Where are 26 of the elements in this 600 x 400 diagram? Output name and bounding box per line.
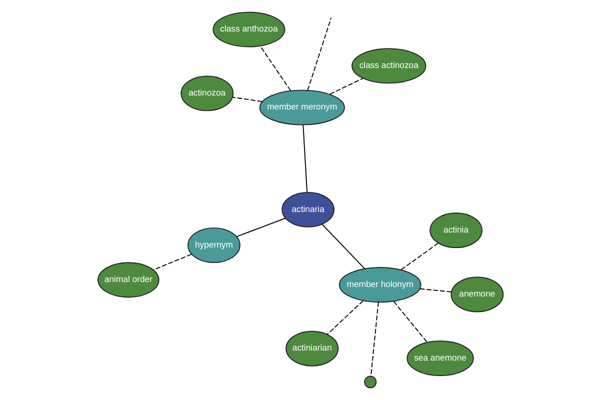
node-ellipse: actiniarian [285, 330, 338, 366]
connector [236, 218, 286, 238]
node-ellipse: hypernym [187, 227, 240, 264]
node-ellipse: anemone [450, 276, 504, 312]
node-ellipse: member holonym [338, 267, 421, 303]
connector [370, 302, 378, 377]
connector [152, 254, 192, 270]
connector [232, 96, 262, 102]
connector [418, 288, 452, 292]
node-ellipse: animal order [97, 262, 159, 298]
node-ellipse: class anthozoa [212, 12, 285, 48]
node-ellipse: sea anemone [406, 340, 474, 376]
node-ellipse: class actinozoa [351, 48, 426, 84]
node-ellipse: member meronym [258, 90, 344, 126]
connector [392, 301, 428, 343]
connector [306, 17, 332, 91]
connector [326, 300, 363, 335]
node-circle [364, 376, 376, 388]
connector [259, 46, 291, 92]
node-ellipse: actinia [429, 212, 482, 248]
connector [400, 242, 438, 270]
connector [329, 78, 364, 95]
node-ellipse: actinozoa [180, 76, 234, 112]
node-ellipse: actinaria [281, 192, 334, 228]
connector [321, 224, 365, 270]
connector [302, 124, 308, 193]
